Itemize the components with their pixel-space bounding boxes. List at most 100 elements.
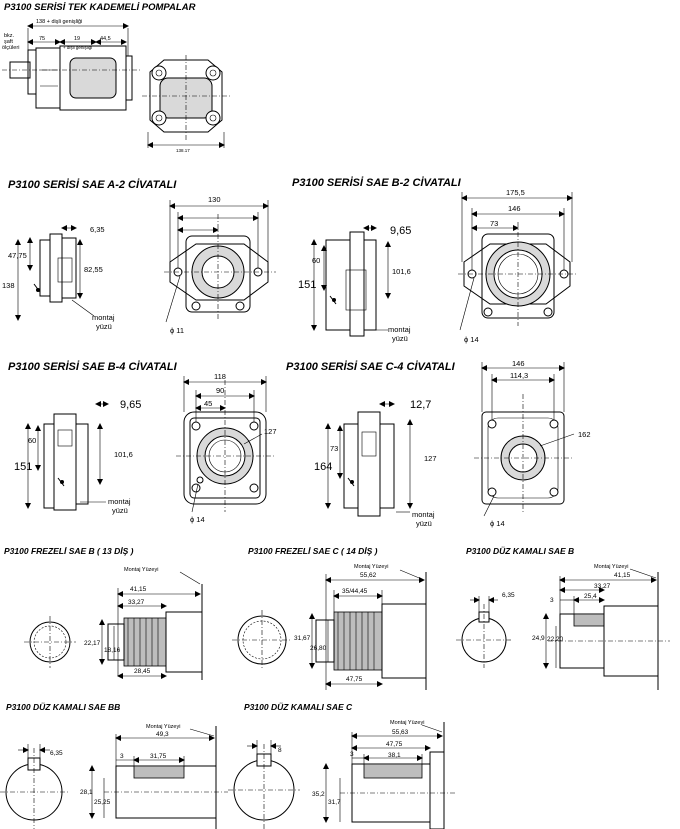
- dim-gear-width: 138 + dişli genişliği: [36, 19, 82, 25]
- title-sae-a2: P3100 SERİSİ SAE A-2 CİVATALI: [8, 178, 177, 191]
- dim-c4-phi-14: ϕ 14: [490, 519, 505, 528]
- dim-a2-6-35: 6,35: [90, 225, 105, 234]
- label-c4-yuzu: yüzü: [416, 519, 432, 528]
- label-b4-montaj: montaj: [108, 497, 131, 506]
- dim-b2-73: 73: [490, 219, 498, 228]
- title-sae-b2: P3100 SERİSİ SAE B-2 CİVATALI: [292, 176, 462, 189]
- label-olculeri: ölçüleri: [2, 45, 19, 51]
- single-side-view: [2, 45, 140, 111]
- dim-b2-146: 146: [508, 204, 521, 213]
- b4-side-view: [43, 413, 89, 511]
- dim-a2-47-75: 47,75: [8, 251, 27, 260]
- title-sae-b4: P3100 SERİSİ SAE B-4 CİVATALI: [8, 360, 178, 373]
- label-c4-montaj: montaj: [412, 510, 435, 519]
- label-duz-c-montaj: Montaj Yüzeyi: [390, 720, 424, 726]
- label-saft: şaft: [4, 39, 13, 45]
- title-sae-c4: P3100 SERİSİ SAE C-4 CİVATALI: [286, 360, 456, 373]
- dim-a2-130: 130: [208, 195, 221, 204]
- label-frez-c-montaj: Montaj Yüzeyi: [354, 564, 388, 570]
- duz-bb-section: P3100 DÜZ KAMALI SAE BB 6,35 Montaj Yüze…: [0, 702, 228, 829]
- dim-75: 75: [39, 36, 45, 42]
- dim-c4-162: 162: [578, 430, 591, 439]
- a2-side-view: [33, 233, 77, 303]
- label-duz-bb-montaj: Montaj Yüzeyi: [146, 724, 180, 730]
- title-duz-b: P3100 DÜZ KAMALI SAE B: [466, 546, 574, 556]
- label-b2-montaj: montaj: [388, 325, 411, 334]
- duz-b-shaft: [548, 572, 670, 690]
- dim-duz-bb-49-3: 49,3: [156, 731, 169, 738]
- dim-duz-b-25-4: 25,4: [584, 593, 597, 600]
- b2-side-view: [325, 231, 377, 337]
- dim-b4-101-6: 101,6: [114, 450, 133, 459]
- dim-b4-151: 151: [14, 461, 32, 473]
- dim-gear-width-small: + dişli genişliği: [63, 45, 92, 50]
- dim-b4-phi-14: ϕ 14: [190, 515, 205, 524]
- duz-bb-shaft: [104, 726, 228, 829]
- frez-c-shaft: [315, 572, 427, 690]
- dim-duz-c-35-2: 35,2: [312, 791, 325, 798]
- frez-b-section: P3100 FREZELİ SAE B ( 13 DİŞ ) Montaj Yü…: [4, 546, 203, 680]
- dim-duz-c-31-7: 31,7: [328, 799, 341, 806]
- frez-c-section: P3100 FREZELİ SAE C ( 14 DİŞ ) Montaj Yü…: [232, 546, 427, 690]
- dim-duz-b-33-27: 33,27: [594, 583, 611, 590]
- dim-duz-c-8: 8: [278, 747, 282, 754]
- dim-frez-c-35-44: 35/44,45: [342, 588, 368, 595]
- dim-b2-175-5: 175,5: [506, 188, 525, 197]
- dim-b4-60: 60: [28, 436, 36, 445]
- label-a2-yuzu: yüzü: [96, 322, 112, 331]
- title-duz-bb: P3100 DÜZ KAMALI SAE BB: [6, 702, 120, 712]
- b2-front-view: [458, 222, 578, 326]
- dim-frez-b-22-17: 22,17: [84, 640, 101, 647]
- dim-duz-b-22-20: 22,20: [547, 636, 564, 643]
- dim-b2-151: 151: [298, 279, 316, 291]
- sae-b2-section: P3100 SERİSİ SAE B-2 CİVATALI 9,65 60 15…: [292, 176, 578, 344]
- label-b2-yuzu: yüzü: [392, 334, 408, 343]
- dim-duz-b-3: 3: [550, 597, 554, 604]
- label-bkz: bkz.: [4, 33, 15, 39]
- frez-b-shaft: [107, 584, 203, 680]
- dim-b4-9-65: 9,65: [120, 399, 141, 411]
- duz-c-shaft: [340, 722, 456, 829]
- dim-duz-c-55-63: 55,63: [392, 729, 409, 736]
- dim-frez-b-18-16: 18,16: [104, 647, 121, 654]
- title-single-stage: P3100 SERİSİ TEK KADEMELİ POMPALAR: [4, 2, 196, 13]
- dim-44-5: 44,5: [100, 36, 111, 42]
- title-frez-b: P3100 FREZELİ SAE B ( 13 DİŞ ): [4, 546, 134, 556]
- dim-a2-phi-11: ϕ 11: [170, 326, 184, 335]
- label-b4-yuzu: yüzü: [112, 506, 128, 515]
- dim-b2-phi-14: ϕ 14: [464, 335, 479, 344]
- single-front-view: [142, 55, 230, 140]
- duz-c-section: P3100 DÜZ KAMALI SAE C 8 Montaj Yüzeyi 5…: [228, 702, 456, 829]
- label-duz-b-montaj: Montaj Yüzeyi: [594, 564, 628, 570]
- dim-duz-bb-28-1: 28,1: [80, 789, 93, 796]
- dim-c4-127: 127: [424, 454, 437, 463]
- dim-c4-114-3: 114,3: [510, 371, 528, 380]
- dim-duz-c-38-1: 38,1: [388, 752, 401, 759]
- dim-frez-c-55-62: 55,62: [360, 572, 377, 579]
- a2-front-view: [164, 214, 276, 320]
- dim-frez-b-28-45: 28,45: [134, 668, 151, 675]
- dim-b4-45: 45: [204, 399, 212, 408]
- dim-duz-bb-25-25: 25,25: [94, 799, 111, 806]
- dim-duz-bb-6-35: 6,35: [50, 750, 63, 757]
- dim-frez-c-31-67: 31,67: [294, 635, 311, 642]
- c4-front-view: [474, 394, 572, 512]
- dim-frez-b-41-15: 41,15: [130, 586, 147, 593]
- dim-duz-b-41-15: 41,15: [614, 572, 631, 579]
- dim-b4-127: 127: [264, 427, 277, 436]
- dim-138-17: 138.17: [176, 148, 190, 153]
- dim-b4-90: 90: [216, 386, 224, 395]
- dim-frez-c-47-75: 47,75: [346, 676, 363, 683]
- title-duz-c: P3100 DÜZ KAMALI SAE C: [244, 702, 353, 712]
- dim-duz-bb-31-75: 31,75: [150, 753, 167, 760]
- dim-frez-b-33-27: 33,27: [128, 599, 145, 606]
- dim-a2-138: 138: [2, 281, 15, 290]
- dim-duz-b-6-35: 6,35: [502, 592, 515, 599]
- dim-b2-101-6: 101,6: [392, 267, 411, 276]
- label-a2-montaj: montaj: [92, 313, 115, 322]
- dim-c4-146: 146: [512, 359, 525, 368]
- dim-frez-c-26-80: 26,80: [310, 645, 327, 652]
- dim-c4-164: 164: [314, 461, 332, 473]
- sae-b4-section: P3100 SERİSİ SAE B-4 CİVATALI 9,65 60 15…: [8, 360, 277, 524]
